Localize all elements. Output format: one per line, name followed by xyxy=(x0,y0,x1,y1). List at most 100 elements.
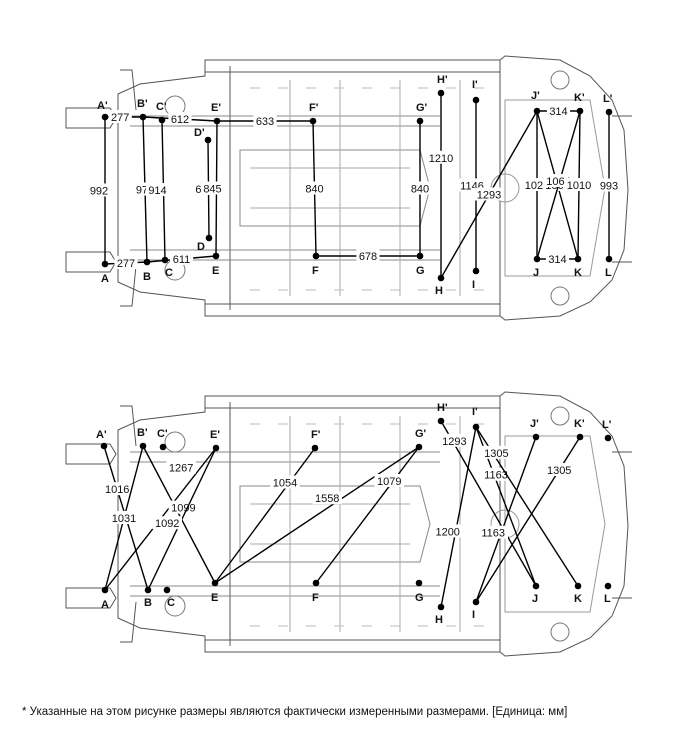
dimension-label-bg xyxy=(356,249,380,262)
dimension-value: 314 xyxy=(549,106,567,118)
point-label: A xyxy=(101,599,109,611)
measurement-point xyxy=(100,442,108,450)
point-label: J xyxy=(532,593,538,605)
dimension-value: 277 xyxy=(117,258,135,270)
measurement-point xyxy=(309,117,317,125)
measurement-point xyxy=(311,444,319,452)
footnote: * Указанные на этом рисунке размеры явля… xyxy=(22,706,568,718)
point-label: F xyxy=(312,265,319,277)
measurement-point xyxy=(574,582,582,590)
measurement-point xyxy=(533,107,541,115)
point-label: J xyxy=(533,267,539,279)
dimension-label-bg xyxy=(108,110,132,123)
measurement-point xyxy=(204,136,212,144)
dimension-label-bg xyxy=(114,256,138,269)
measurement-point xyxy=(605,108,613,116)
point-label: C' xyxy=(157,428,168,440)
point-label: B' xyxy=(137,427,148,439)
dimension-label-bg xyxy=(545,252,570,265)
dimension-value: 1163 xyxy=(484,470,508,482)
point-label: H xyxy=(435,614,443,626)
dimension-value: 914 xyxy=(148,185,166,197)
dimension-value: 1200 xyxy=(435,526,459,538)
dimension-value: 1054 xyxy=(273,478,297,490)
measurement-point xyxy=(101,586,109,594)
dimension-value: 1016 xyxy=(105,484,129,496)
measurement-point xyxy=(576,433,584,441)
point-label: D xyxy=(197,241,205,253)
measurement-point xyxy=(605,255,613,263)
dimension-label-bg xyxy=(439,433,470,447)
dimension-value: 1210 xyxy=(429,153,453,165)
point-label: E' xyxy=(211,102,221,114)
dimension-value: 993 xyxy=(600,181,618,193)
point-label: B' xyxy=(137,98,148,110)
point-label: F' xyxy=(309,102,319,114)
measurement-point xyxy=(472,267,480,275)
measurement-point xyxy=(312,252,320,260)
dimension-value: 1079 xyxy=(377,476,401,488)
measurement-point xyxy=(205,234,213,242)
measurement-point xyxy=(604,582,612,590)
point-label: G' xyxy=(416,102,428,114)
dimension-label-bg xyxy=(426,150,456,164)
dimension-line xyxy=(440,426,477,608)
dimension-value: 845 xyxy=(203,184,221,196)
point-label: E xyxy=(212,265,219,277)
measurement-point xyxy=(416,252,424,260)
measurement-point xyxy=(143,258,151,266)
dimension-line xyxy=(315,446,420,584)
measurement-point xyxy=(212,252,220,260)
dimension-label-bg xyxy=(200,181,225,195)
dimension-value: 1099 xyxy=(171,503,195,515)
dimension-label-bg xyxy=(474,187,504,201)
dimension-label-bg xyxy=(168,112,192,125)
point-label: C' xyxy=(156,101,167,113)
point-label: F' xyxy=(311,429,321,441)
point-label: I xyxy=(472,609,475,621)
point-label: L' xyxy=(603,93,613,105)
measurement-point xyxy=(101,113,109,121)
point-label: I' xyxy=(472,406,478,418)
point-label: K xyxy=(574,267,582,279)
measurement-point xyxy=(139,113,147,121)
dimension-label-bg xyxy=(312,491,342,505)
measurement-point xyxy=(604,434,612,442)
dimension-line xyxy=(440,420,537,587)
point-label: G xyxy=(416,265,425,277)
measurement-point xyxy=(211,579,219,587)
point-label: F xyxy=(312,592,319,604)
vehicle-underbody-outline-bottom xyxy=(65,391,632,657)
point-label: H' xyxy=(437,402,448,414)
dimension-line xyxy=(214,447,316,584)
point-label: L' xyxy=(602,419,612,431)
measurement-point xyxy=(158,116,166,124)
measurement-point xyxy=(472,96,480,104)
dimension-line xyxy=(142,445,216,584)
measurement-point xyxy=(139,442,147,450)
dimension-line xyxy=(214,446,420,584)
point-label: B xyxy=(143,271,151,283)
point-label: C xyxy=(167,597,175,609)
point-label: H xyxy=(435,285,443,297)
measurement-point xyxy=(576,107,584,115)
dimension-value: 840 xyxy=(411,184,429,196)
dimension-value: 992 xyxy=(90,186,108,198)
measurement-point xyxy=(437,274,445,282)
dimension-value: 840 xyxy=(305,184,323,196)
dimension-value: 1031 xyxy=(112,513,136,525)
dimension-label-bg xyxy=(408,181,432,195)
dimension-label-bg xyxy=(270,475,300,489)
measurement-point xyxy=(437,417,445,425)
measurement-point xyxy=(532,582,540,590)
dimension-label-bg xyxy=(302,181,327,195)
point-label: E xyxy=(211,592,218,604)
measurement-point xyxy=(472,598,480,606)
dimension-label-bg xyxy=(597,178,621,192)
point-label: L xyxy=(604,593,611,605)
point-label: K' xyxy=(574,418,585,430)
dimension-label-bg xyxy=(168,500,199,514)
measurement-point xyxy=(101,260,109,268)
point-label: I xyxy=(472,279,475,291)
